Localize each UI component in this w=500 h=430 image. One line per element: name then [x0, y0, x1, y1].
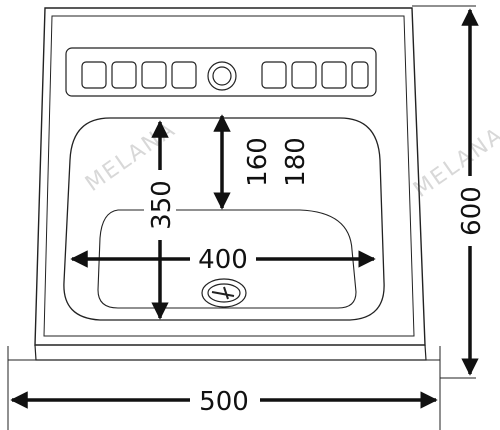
faucet-hole — [207, 61, 237, 91]
sink-outline — [7, 5, 476, 430]
label-bg-bowl-width — [190, 243, 256, 275]
label-bg-overall-width — [190, 384, 260, 416]
label-bowl-depth-max: 180 — [281, 137, 311, 187]
bowl — [63, 117, 385, 321]
label-overall-width: 500 — [199, 387, 249, 417]
dimension-arrows — [10, 8, 479, 409]
label-bg-bowl-length — [144, 170, 176, 240]
drain-icon — [201, 278, 247, 308]
top-shelf — [65, 47, 377, 97]
label-bg-overall-depth — [454, 176, 486, 246]
label-bowl-depth-min: 160 — [243, 137, 273, 187]
label-bowl-width: 400 — [198, 245, 248, 275]
label-overall-depth: 600 — [457, 186, 487, 236]
label-bowl-length: 350 — [147, 180, 177, 230]
